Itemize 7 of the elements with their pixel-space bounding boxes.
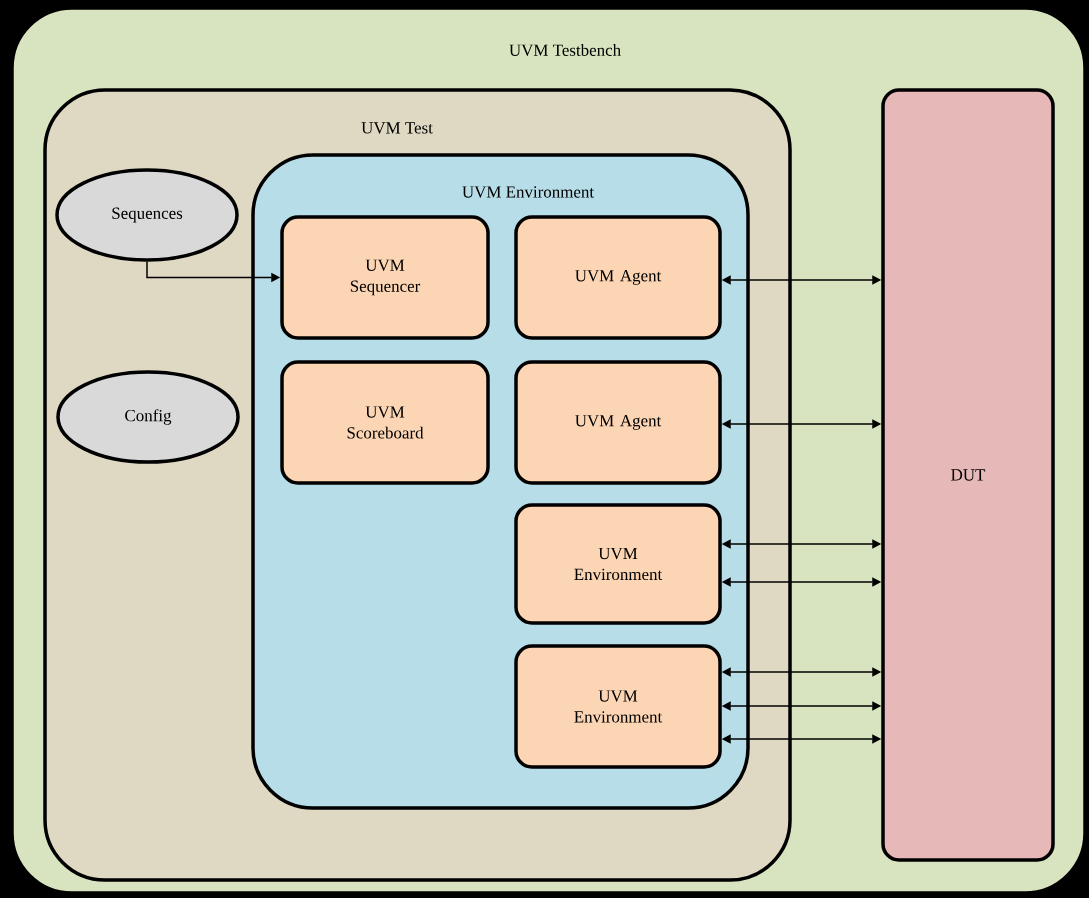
dut-box: DUT — [881, 88, 1055, 862]
component-box: UVM Environment — [514, 644, 722, 769]
component-box: UVM Agent — [514, 360, 722, 485]
component-box: UVM Scoreboard — [280, 360, 490, 485]
component-box: UVM Agent — [514, 215, 722, 340]
component-box: UVM Sequencer — [280, 215, 490, 340]
component-box: UVM Environment — [514, 503, 722, 625]
